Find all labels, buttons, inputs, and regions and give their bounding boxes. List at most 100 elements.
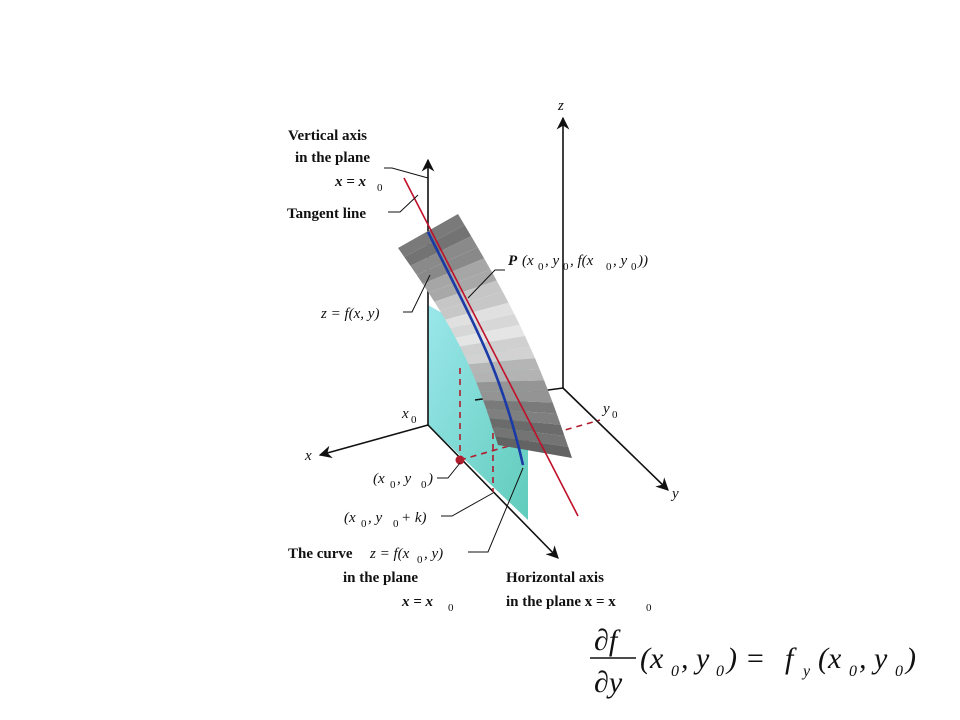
tangent-line — [403, 177, 579, 517]
surface-band — [492, 427, 569, 447]
svg-text:0: 0 — [411, 414, 417, 426]
svg-text:(x: (x — [818, 642, 842, 675]
svg-text:, y: , y — [368, 510, 383, 526]
leader-point-P — [467, 269, 505, 299]
svg-text:0: 0 — [377, 182, 383, 194]
svg-text:): ) — [427, 471, 433, 487]
surface-band — [422, 258, 491, 293]
svg-text:0: 0 — [361, 518, 367, 530]
svg-text:in the plane: in the plane — [343, 570, 418, 586]
dashed-horizontal — [459, 419, 601, 461]
svg-text:0: 0 — [448, 602, 454, 614]
svg-text:0: 0 — [646, 602, 652, 614]
curve-label: The curve z = f(x 0 , y) in the plane x … — [288, 546, 454, 614]
svg-text:Horizontal axis: Horizontal axis — [506, 570, 604, 586]
svg-text:0: 0 — [563, 261, 569, 273]
x-axis-label: x — [304, 448, 312, 464]
vertical-axis-label-3: x = x 0 — [334, 174, 383, 194]
svg-text:0: 0 — [849, 663, 857, 680]
svg-text:0: 0 — [606, 261, 612, 273]
surface-band — [476, 380, 549, 392]
svg-text:, y: , y — [681, 642, 710, 675]
z-axis-label: z — [557, 98, 564, 114]
svg-text:(x: (x — [373, 471, 385, 487]
leader-vertical-axis — [384, 167, 429, 179]
formula-denominator: ∂y — [594, 666, 623, 699]
svg-text:x = x: x = x — [401, 594, 434, 610]
vertical-axis-label-1: Vertical axis — [288, 128, 367, 144]
surface-band — [472, 369, 545, 383]
surface-z-f-x-y — [398, 214, 572, 458]
svg-text:y: y — [601, 401, 610, 417]
leader-curve — [468, 467, 524, 553]
svg-text:, f(x: , f(x — [570, 253, 594, 269]
point-x0-y0 — [455, 455, 465, 465]
svg-text:(x: (x — [344, 510, 356, 526]
svg-text:(x: (x — [640, 642, 664, 675]
surface-band — [483, 400, 557, 414]
y-axis — [562, 387, 669, 491]
svg-text:0: 0 — [393, 518, 399, 530]
svg-text:+ k): + k) — [401, 510, 427, 526]
svg-text:0: 0 — [390, 479, 396, 491]
surface-band — [434, 280, 503, 311]
point-P-label: P (x 0 , y 0 , f(x 0 , y 0 )) — [508, 253, 648, 273]
svg-text:P: P — [508, 253, 518, 269]
svg-text:0: 0 — [421, 479, 427, 491]
leader-surface — [403, 274, 431, 313]
horizontal-axis-label: Horizontal axis in the plane x = x 0 — [506, 570, 652, 614]
svg-text:in the plane x = x: in the plane x = x — [506, 594, 616, 610]
svg-text:x: x — [401, 406, 409, 422]
y-axis-label: y — [670, 486, 679, 502]
leader-x0y0k — [441, 492, 494, 517]
x0-label: x 0 — [401, 406, 417, 426]
surface-band — [416, 247, 485, 284]
formula-equals: = — [745, 642, 765, 675]
svg-text:, y: , y — [545, 253, 560, 269]
svg-text:0: 0 — [716, 663, 724, 680]
svg-text:z = f(x: z = f(x — [369, 546, 410, 562]
svg-text:0: 0 — [895, 663, 903, 680]
leader-x0y0 — [437, 462, 461, 479]
y0-label: y 0 — [601, 401, 618, 421]
svg-text:, y: , y — [859, 642, 888, 675]
partial-derivative-formula: ∂f ∂y (x 0 , y 0 ) = f y (x 0 , y 0 ) — [590, 624, 916, 699]
tangent-line-label: Tangent line — [287, 206, 366, 222]
surface-label: z = f(x, y) — [320, 306, 379, 322]
surface-band — [428, 269, 497, 302]
surface-band — [404, 225, 472, 266]
svg-text:y: y — [801, 663, 811, 680]
vertical-axis-label-2: in the plane — [295, 150, 370, 166]
surface-band — [398, 214, 465, 257]
svg-text:f: f — [785, 642, 797, 675]
leader-tangent-line — [388, 194, 419, 213]
curve-on-surface — [426, 231, 525, 466]
surface-band — [486, 409, 561, 425]
surface-band — [460, 336, 531, 356]
svg-text:0: 0 — [631, 261, 637, 273]
surface-band — [450, 313, 520, 338]
svg-text:): ) — [725, 642, 737, 675]
surface-band — [468, 358, 540, 374]
surface-band — [445, 302, 515, 329]
svg-text:, y: , y — [397, 471, 412, 487]
svg-text:): ) — [904, 642, 916, 675]
surface-band — [455, 324, 525, 347]
svg-text:0: 0 — [417, 554, 423, 566]
surface-band — [489, 418, 565, 436]
svg-text:x = x: x = x — [334, 174, 367, 190]
svg-text:, y: , y — [613, 253, 628, 269]
svg-text:(x: (x — [522, 253, 534, 269]
svg-text:0: 0 — [671, 663, 679, 680]
svg-text:, y): , y) — [424, 546, 443, 562]
surface-band — [495, 436, 572, 458]
svg-text:The curve: The curve — [288, 546, 353, 562]
point-x0y0k-label: (x 0 , y 0 + k) — [344, 510, 427, 530]
surface-band — [439, 291, 509, 320]
svg-text:)): )) — [637, 253, 648, 269]
formula-numerator: ∂f — [594, 624, 621, 657]
surface-band — [464, 347, 535, 365]
svg-text:0: 0 — [612, 409, 618, 421]
x-axis — [318, 424, 429, 459]
